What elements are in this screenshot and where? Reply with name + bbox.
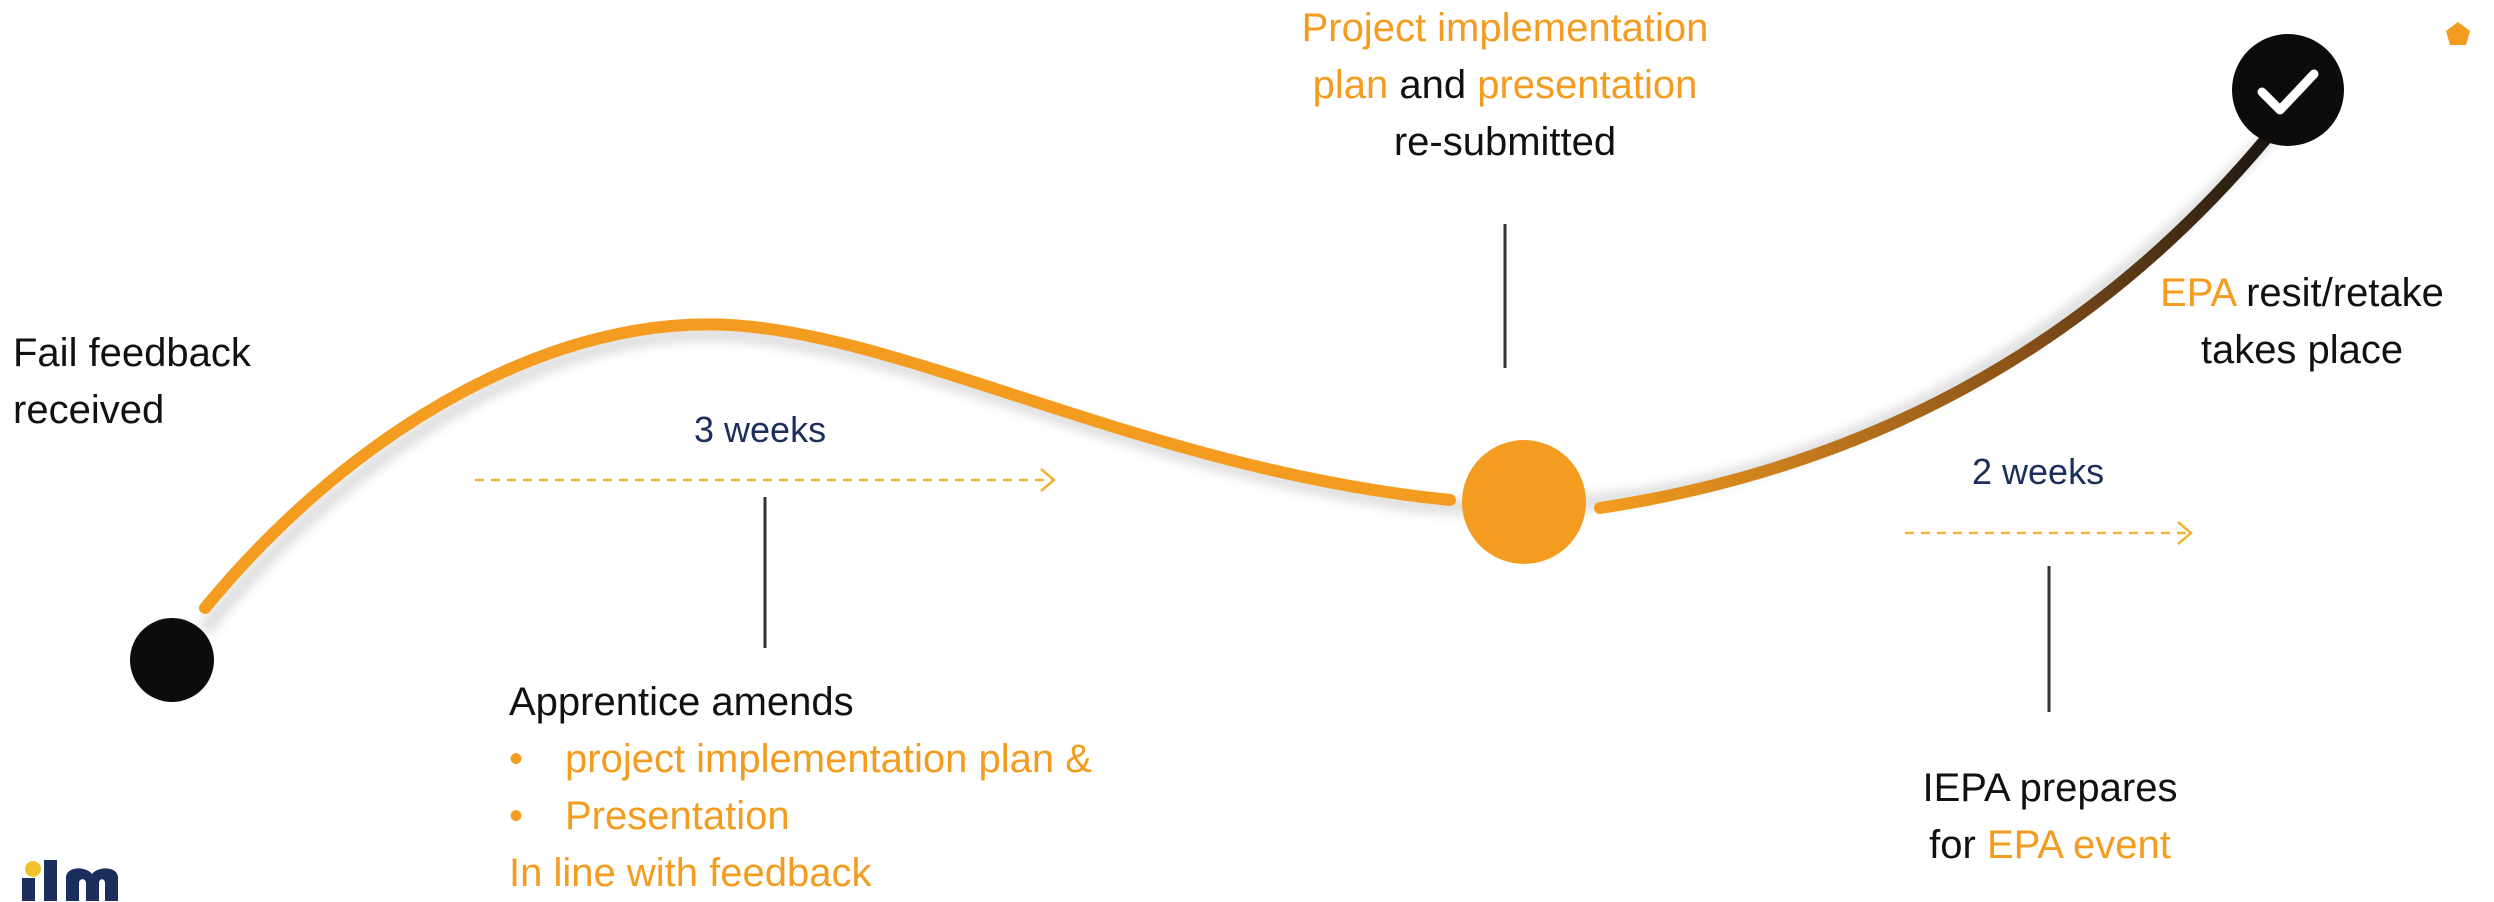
- amend-footer: In line with feedback: [509, 851, 872, 895]
- fail-line-1: Fail feedback: [13, 331, 251, 375]
- prepare-line-2: for EPA event: [1810, 817, 2290, 874]
- duration-label-2-weeks: 2 weeks: [1972, 451, 2105, 492]
- amend-bullet-1: • project implementation plan &: [509, 731, 1092, 788]
- prepare-for: for: [1929, 823, 1976, 867]
- amend-bullet-2: • Presentation: [509, 788, 1092, 845]
- resit-line-1: EPA resit/retake: [2110, 265, 2494, 322]
- ilm-logo: [22, 860, 118, 901]
- bullet-icon: •: [509, 737, 524, 781]
- step-apprentice-amends: Apprentice amends • project implementatio…: [509, 674, 1092, 902]
- duration-arrow-1: [475, 468, 1056, 492]
- resit-line-2: takes place: [2200, 328, 2404, 372]
- mid-node: [1462, 440, 1586, 564]
- resit-retake: resit/retake: [2246, 271, 2444, 315]
- end-node: [2232, 34, 2344, 146]
- prepare-epa-event: EPA event: [1986, 823, 2171, 867]
- step-resit: EPA resit/retake takes place: [2110, 265, 2494, 379]
- amend-heading: Apprentice amends: [509, 680, 854, 724]
- amend-bullet-1-text: project implementation plan &: [565, 737, 1092, 781]
- duration-label-3-weeks: 3 weeks: [694, 409, 827, 450]
- corner-pentagon-icon: [2446, 22, 2470, 45]
- amend-bullet-2-text: Presentation: [565, 794, 790, 838]
- duration-arrow-2: [1905, 521, 2193, 545]
- bullet-icon: •: [509, 794, 524, 838]
- step-fail-feedback: Fail feedback received: [13, 325, 251, 439]
- resubmit-line-3: re-submitted: [1393, 120, 1617, 164]
- timeline-curve: [199, 318, 1456, 614]
- start-node: [130, 618, 214, 702]
- check-icon: [2257, 69, 2319, 115]
- step-resubmitted: Project implementation plan and presenta…: [1105, 0, 1905, 171]
- resubmit-plan: plan: [1312, 63, 1389, 107]
- timeline-curve-final: [1594, 134, 2271, 514]
- step-iepa-prepares: IEPA prepares for EPA event: [1810, 760, 2290, 874]
- resit-epa: EPA: [2160, 271, 2235, 315]
- resubmit-line-2: plan and presentation: [1105, 57, 1905, 114]
- resubmit-presentation: presentation: [1477, 63, 1698, 107]
- resubmit-line-1: Project implementation: [1301, 6, 1709, 50]
- prepare-line-1: IEPA prepares: [1922, 766, 2178, 810]
- fail-line-2: received: [13, 388, 165, 432]
- resubmit-and: and: [1399, 63, 1467, 107]
